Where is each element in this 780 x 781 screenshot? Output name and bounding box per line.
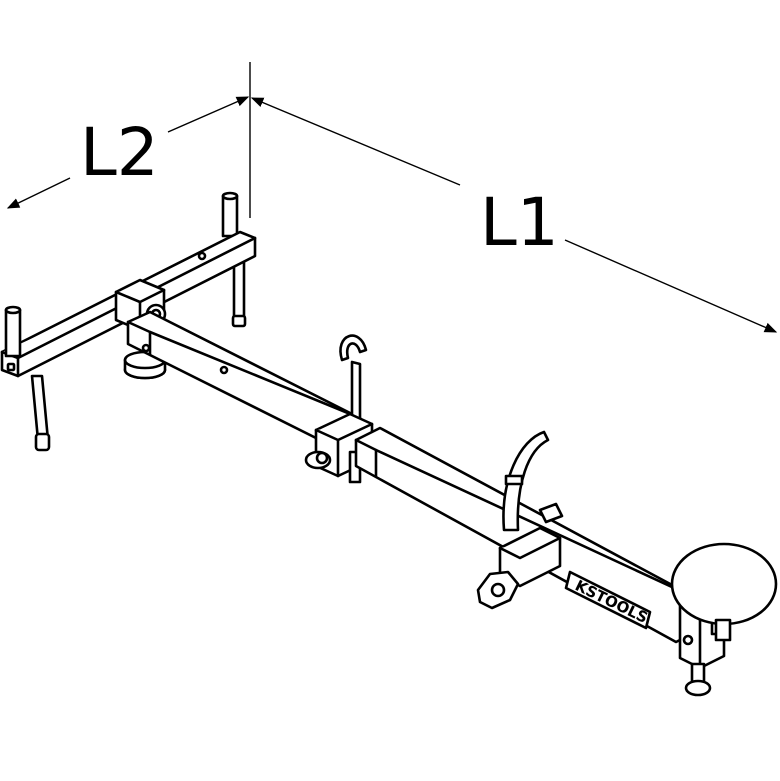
l2-label: L2 (80, 114, 159, 191)
suction-pad (670, 542, 778, 642)
dimension-lines (6, 62, 778, 333)
l1-arrow-right (564, 239, 778, 333)
l2-arrow-left (6, 177, 71, 209)
slider-sleeve-2 (476, 430, 564, 610)
l2-arrow-right (167, 96, 250, 133)
left-pin (4, 305, 51, 452)
l1-arrow-left (250, 97, 461, 186)
l1-label: L1 (480, 184, 559, 261)
end-foot (684, 662, 712, 697)
